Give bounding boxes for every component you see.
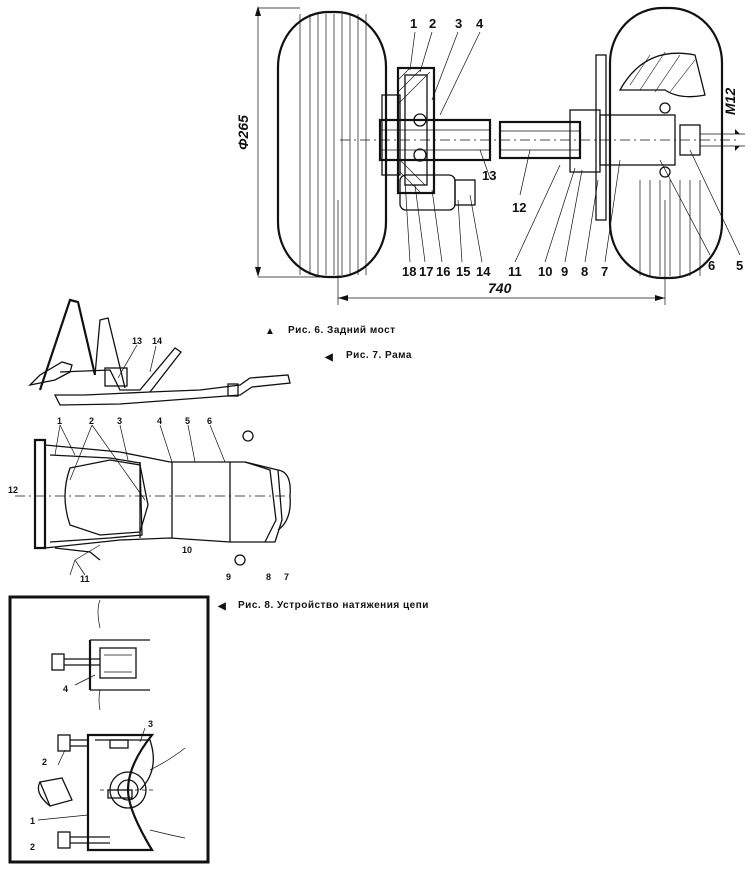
- callout-11: 11: [508, 264, 522, 279]
- callout-1: 1: [410, 16, 417, 31]
- fig7-caption: Рис. 7. Рама: [346, 350, 412, 361]
- tensioner-callout-2a: 2: [42, 757, 47, 767]
- callout-14: 14: [476, 264, 491, 279]
- dim-diameter: Φ265: [235, 115, 251, 150]
- frame-callout-6: 6: [207, 416, 212, 426]
- callout-5: 5: [736, 258, 743, 273]
- chain-tensioner-drawing: [8, 595, 210, 864]
- callout-9: 9: [561, 264, 568, 279]
- tensioner-callout-4: 4: [63, 684, 68, 694]
- callout-18: 18: [402, 264, 416, 279]
- callout-15: 15: [456, 264, 470, 279]
- axle-shaft: [340, 54, 740, 221]
- frame-callout-2: 2: [89, 416, 94, 426]
- callout-3: 3: [455, 16, 462, 31]
- callout-8: 8: [581, 264, 588, 279]
- frame-callout-4: 4: [157, 416, 162, 426]
- right-wheel: [608, 6, 724, 280]
- fig6-marker: ▲: [265, 326, 275, 337]
- rear-axle-drawing: [255, 6, 745, 305]
- tensioner-callout-1: 1: [30, 816, 35, 826]
- frame-side-view: [28, 298, 291, 406]
- frame-callout-1: 1: [57, 416, 62, 426]
- tensioner-callout-2b: 2: [30, 842, 35, 852]
- callout-13: 13: [482, 168, 496, 183]
- frame-callout-12: 12: [8, 485, 18, 495]
- callout-16: 16: [436, 264, 450, 279]
- callout-12: 12: [512, 200, 526, 215]
- frame-callout-3: 3: [117, 416, 122, 426]
- callout-7: 7: [601, 264, 608, 279]
- fig6-caption: Рис. 6. Задний мост: [288, 325, 396, 336]
- callout-2: 2: [429, 16, 436, 31]
- callout-17: 17: [419, 264, 433, 279]
- callout-10: 10: [538, 264, 552, 279]
- dim-width: 740: [488, 280, 512, 296]
- callout-4: 4: [476, 16, 484, 31]
- frame-callout-9: 9: [226, 572, 231, 582]
- frame-callout-13: 13: [132, 336, 142, 346]
- fig8-marker: ◀: [217, 601, 226, 612]
- frame-callout-7: 7: [284, 572, 289, 582]
- frame-callout-11: 11: [80, 574, 90, 584]
- frame-callout-8: 8: [266, 572, 271, 582]
- frame-top-view: [15, 424, 291, 576]
- fig7-marker: ◀: [324, 352, 333, 363]
- fig8-caption: Рис. 8. Устройство натяжения цепи: [238, 600, 429, 611]
- tensioner-callout-3: 3: [148, 719, 153, 729]
- callout-6: 6: [708, 258, 715, 273]
- dim-thread: M12: [722, 88, 738, 115]
- frame-callout-10: 10: [182, 545, 192, 555]
- left-wheel: [276, 10, 388, 279]
- frame-callout-14: 14: [152, 336, 162, 346]
- frame-callout-5: 5: [185, 416, 190, 426]
- left-hub-brake: [381, 66, 476, 211]
